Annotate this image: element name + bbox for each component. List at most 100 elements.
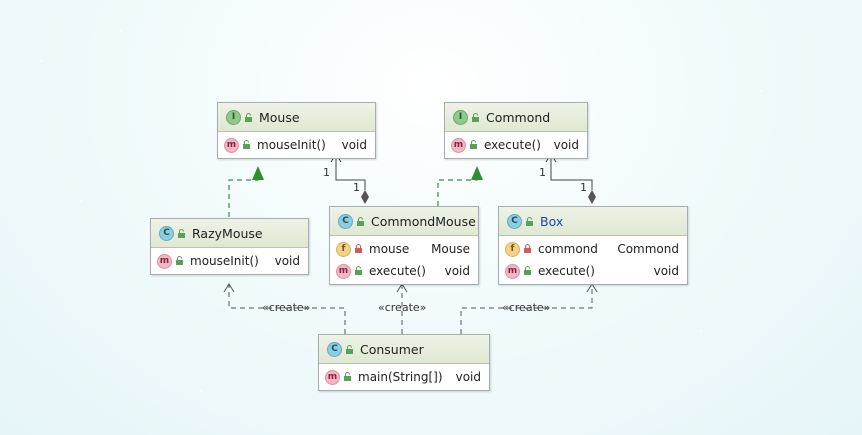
- public-visibility-icon: [523, 264, 532, 278]
- method-name: execute(): [369, 264, 426, 278]
- class-icon: C: [507, 213, 522, 229]
- sparkle: [80, 200, 82, 202]
- field-row[interactable]: f mouse Mouse: [330, 238, 478, 260]
- aggregation-box-commond: [545, 153, 596, 204]
- public-visibility-icon: [242, 138, 251, 152]
- member-list: f commond Commond m execute() void: [499, 236, 687, 284]
- create-dependency-razymouse: [223, 283, 346, 334]
- public-visibility-icon: [175, 254, 184, 268]
- method-name: execute(): [538, 264, 595, 278]
- class-name: CommondMouse: [371, 213, 476, 229]
- class-name: RazyMouse: [192, 225, 263, 241]
- method-icon: m: [325, 369, 340, 385]
- sparkle: [760, 90, 762, 92]
- multiplicity-label: 1: [580, 181, 587, 194]
- method-row[interactable]: m execute() void: [445, 134, 587, 156]
- class-header: C CommondMouse: [330, 207, 478, 236]
- class-header: C Consumer: [319, 335, 489, 364]
- class-name: Commond: [486, 109, 551, 125]
- return-type: void: [341, 138, 367, 152]
- create-label: «create»: [502, 301, 551, 314]
- class-box-consumer[interactable]: C Consumer m main(String[]) void: [318, 334, 490, 391]
- class-icon: C: [159, 225, 174, 241]
- method-name: mouseInit(): [190, 254, 259, 268]
- return-type: void: [553, 138, 579, 152]
- class-name: Consumer: [360, 341, 424, 357]
- private-lock-icon: [523, 242, 532, 256]
- method-icon: m: [451, 137, 466, 153]
- method-icon: m: [157, 253, 172, 269]
- field-icon: f: [336, 241, 351, 257]
- method-row[interactable]: m mouseInit() void: [218, 134, 375, 156]
- field-row[interactable]: f commond Commond: [499, 238, 687, 260]
- aggregation-diamond: [588, 190, 596, 204]
- member-list: m mouseInit() void: [218, 132, 375, 158]
- aggregation-commondmouse-mouse: [330, 153, 369, 204]
- public-visibility-icon: [244, 110, 253, 125]
- method-name: mouseInit(): [257, 138, 326, 152]
- realization-commondmouse-commond: [437, 166, 483, 206]
- realization-razymouse-mouse: [228, 166, 264, 217]
- sparkle: [620, 40, 622, 42]
- realization-arrowhead: [471, 166, 483, 180]
- class-icon: C: [338, 213, 353, 229]
- method-row[interactable]: m mouseInit() void: [151, 250, 308, 272]
- public-visibility-icon: [343, 370, 352, 384]
- class-icon: C: [327, 341, 342, 357]
- member-list: m main(String[]) void: [319, 364, 489, 390]
- return-type: void: [274, 254, 300, 268]
- class-header: I Mouse: [218, 103, 375, 132]
- return-type: void: [455, 370, 481, 384]
- interface-icon: I: [453, 109, 468, 125]
- class-name: Box: [540, 213, 564, 229]
- field-name: mouse: [369, 242, 410, 256]
- method-icon: m: [336, 263, 351, 279]
- sparkle: [120, 30, 122, 32]
- public-visibility-icon: [525, 214, 534, 229]
- public-visibility-icon: [356, 214, 365, 229]
- interface-icon: I: [226, 109, 241, 125]
- class-box-commondmouse[interactable]: C CommondMouse f mouse Mouse m execute()…: [329, 206, 479, 285]
- sparkle: [700, 330, 702, 332]
- public-visibility-icon: [177, 226, 186, 241]
- method-name: main(String[]): [358, 370, 443, 384]
- public-visibility-icon: [354, 264, 363, 278]
- return-type: void: [444, 264, 470, 278]
- realization-arrowhead: [252, 166, 264, 180]
- field-type: Commond: [617, 242, 679, 256]
- aggregation-diamond: [361, 190, 369, 204]
- class-header: C Box: [499, 207, 687, 236]
- multiplicity-label: 1: [323, 166, 330, 179]
- public-visibility-icon: [471, 110, 480, 125]
- class-box-mouse[interactable]: I Mouse m mouseInit() void: [217, 102, 376, 159]
- field-name: commond: [538, 242, 598, 256]
- method-row[interactable]: m main(String[]) void: [319, 366, 489, 388]
- member-list: m execute() void: [445, 132, 587, 158]
- class-header: I Commond: [445, 103, 587, 132]
- public-visibility-icon: [469, 138, 478, 152]
- method-name: execute(): [484, 138, 541, 152]
- class-box-razymouse[interactable]: C RazyMouse m mouseInit() void: [150, 218, 309, 275]
- multiplicity-label: 1: [353, 181, 360, 194]
- method-icon: m: [505, 263, 520, 279]
- return-type: void: [653, 264, 679, 278]
- class-header: C RazyMouse: [151, 219, 308, 248]
- field-icon: f: [505, 241, 520, 257]
- sparkle: [40, 60, 42, 62]
- method-row[interactable]: m execute() void: [499, 260, 687, 282]
- method-icon: m: [224, 137, 239, 153]
- sparkle: [200, 390, 202, 392]
- class-box-box[interactable]: C Box f commond Commond m execute() void: [498, 206, 688, 285]
- create-label: «create»: [262, 301, 311, 314]
- member-list: m mouseInit() void: [151, 248, 308, 274]
- multiplicity-label: 1: [539, 166, 546, 179]
- private-lock-icon: [354, 242, 363, 256]
- field-type: Mouse: [431, 242, 470, 256]
- method-row[interactable]: m execute() void: [330, 260, 478, 282]
- member-list: f mouse Mouse m execute() void: [330, 236, 478, 284]
- class-box-commond[interactable]: I Commond m execute() void: [444, 102, 588, 159]
- class-name: Mouse: [259, 109, 300, 125]
- sparkle: [300, 50, 302, 52]
- public-visibility-icon: [345, 342, 354, 357]
